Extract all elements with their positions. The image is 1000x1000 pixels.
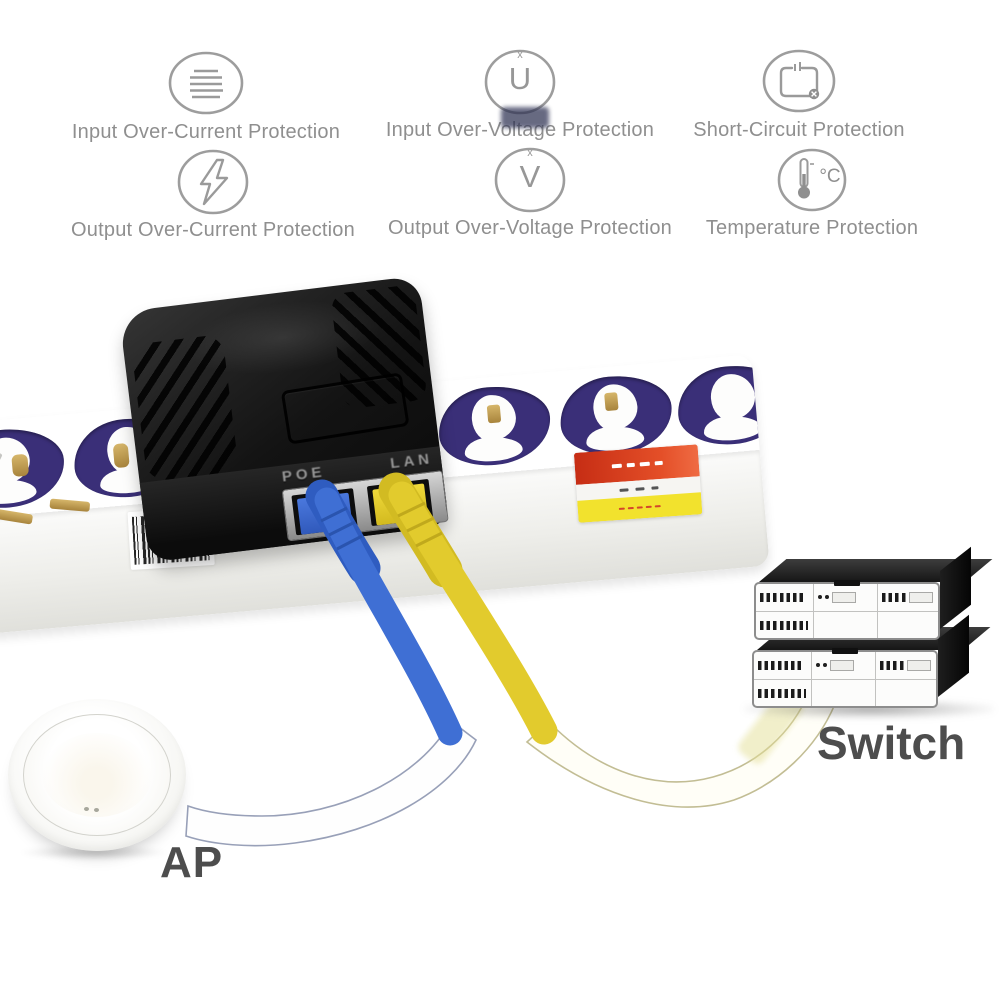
- poe-port: [291, 488, 358, 536]
- feature-label: Input Over-Current Protection: [71, 121, 341, 143]
- switch-led: [818, 595, 822, 600]
- switch-module: [832, 591, 856, 603]
- feature-short-circuit: Short-Circuit Protection: [640, 48, 958, 142]
- switch-module: [907, 659, 931, 671]
- feature-output-over-voltage: x V Output Over-Voltage Protection: [364, 146, 696, 240]
- outlet-socket: [674, 361, 770, 449]
- lightning-icon: [177, 149, 249, 215]
- feature-output-over-current: Output Over-Current Protection: [46, 148, 380, 242]
- warning-label: [573, 444, 703, 523]
- voltage-v-glyph: V: [519, 159, 541, 194]
- ap-ribbon-arrow: [185, 719, 477, 847]
- ap-shadow: [18, 845, 170, 860]
- short-circuit-icon: [762, 49, 836, 113]
- blue-connector: [296, 492, 353, 535]
- access-point: [8, 699, 186, 851]
- feature-label: Short-Circuit Protection: [693, 119, 905, 141]
- voltage-u-glyph: U: [508, 61, 532, 96]
- ap-indicator-dot: [84, 807, 89, 811]
- switch-led: [825, 595, 829, 600]
- outlet-socket: [556, 371, 676, 459]
- superscript-x: x: [527, 147, 533, 159]
- switch-front-face: [754, 580, 940, 640]
- switch-led: [816, 663, 820, 668]
- poe-injector-device: POE LAN: [118, 275, 450, 563]
- network-switch-bottom: [752, 614, 991, 708]
- thermometer-icon: [777, 148, 847, 212]
- switch-handle: [834, 580, 860, 586]
- feature-label: Output Over-Current Protection: [71, 219, 355, 241]
- switch-ports: [880, 660, 904, 670]
- switch-ports: [758, 689, 806, 699]
- device-label-recess: [280, 372, 410, 445]
- feature-temperature: °C Temperature Protection: [650, 146, 974, 240]
- feature-input-over-voltage: x U Input Over-Voltage Protection: [354, 48, 686, 142]
- ap-indicator-dot: [94, 808, 99, 812]
- short-circuit-icon: [759, 48, 839, 116]
- switch-module: [909, 591, 933, 603]
- switch-handle: [832, 648, 858, 654]
- watermark-smudge: [501, 107, 549, 128]
- plug-prong: [49, 498, 91, 512]
- switch-ports: [760, 621, 808, 631]
- over-voltage-v-circle: [494, 147, 566, 213]
- poe-port-label: POE: [281, 463, 327, 486]
- network-switch-top: [754, 546, 993, 640]
- over-current-lines-icon: [166, 50, 246, 118]
- outlet-socket: [435, 382, 554, 470]
- feature-input-over-current: Input Over-Current Protection: [40, 50, 372, 144]
- ap-label: AP: [160, 838, 224, 887]
- lightning-icon: [173, 148, 253, 216]
- feature-label: Temperature Protection: [705, 217, 919, 239]
- temp-unit-glyph: °C: [819, 166, 841, 187]
- switch-ports: [760, 592, 806, 602]
- switch-module: [830, 659, 854, 671]
- switch-label: Switch: [817, 717, 966, 769]
- switch-ports: [882, 592, 906, 602]
- over-voltage-u-icon: x U: [480, 48, 560, 116]
- feature-label: Output Over-Voltage Protection: [388, 217, 672, 239]
- feature-label: Input Over-Voltage Protection: [385, 119, 655, 141]
- switch-ports: [758, 660, 804, 670]
- yellow-connector: [372, 483, 429, 526]
- switch-led: [823, 663, 827, 668]
- over-voltage-v-icon: x V: [490, 146, 570, 214]
- lan-port-label: LAN: [389, 450, 434, 473]
- switch-front-face: [752, 648, 938, 708]
- lan-port: [366, 478, 434, 527]
- vent-slots-left: [130, 333, 239, 483]
- ap-dome: [42, 733, 152, 817]
- over-current-lines-icon: [168, 51, 244, 115]
- thermometer-icon: °C: [772, 146, 852, 214]
- superscript-x: x: [517, 49, 523, 61]
